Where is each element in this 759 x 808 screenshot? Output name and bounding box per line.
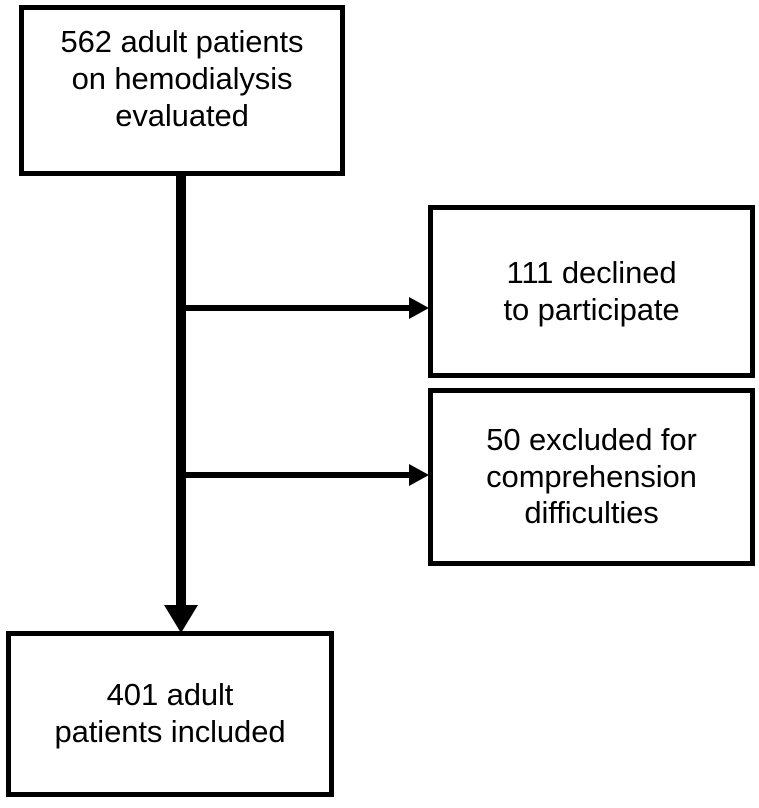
flow-node-included-label: 401 adult patients included bbox=[54, 677, 286, 749]
flow-node-excluded-label: 50 excluded for comprehension difficulti… bbox=[486, 421, 697, 531]
connector-branch-declined-line bbox=[181, 305, 415, 311]
arrow-right-icon-declined bbox=[409, 297, 429, 319]
flow-node-declined-label: 111 declined to participate bbox=[503, 254, 680, 327]
flow-node-included: 401 adult patients included bbox=[6, 631, 334, 797]
connector-trunk-line bbox=[176, 176, 186, 614]
arrow-down-icon bbox=[164, 605, 198, 633]
flow-node-enrolled: 562 adult patients on hemodialysis evalu… bbox=[19, 5, 345, 176]
connector-branch-excluded-line bbox=[181, 472, 415, 478]
arrow-right-icon-excluded bbox=[409, 464, 429, 486]
flow-node-declined: 111 declined to participate bbox=[428, 205, 755, 378]
flow-node-enrolled-label: 562 adult patients on hemodialysis evalu… bbox=[60, 24, 304, 133]
flow-node-excluded: 50 excluded for comprehension difficulti… bbox=[428, 388, 755, 566]
